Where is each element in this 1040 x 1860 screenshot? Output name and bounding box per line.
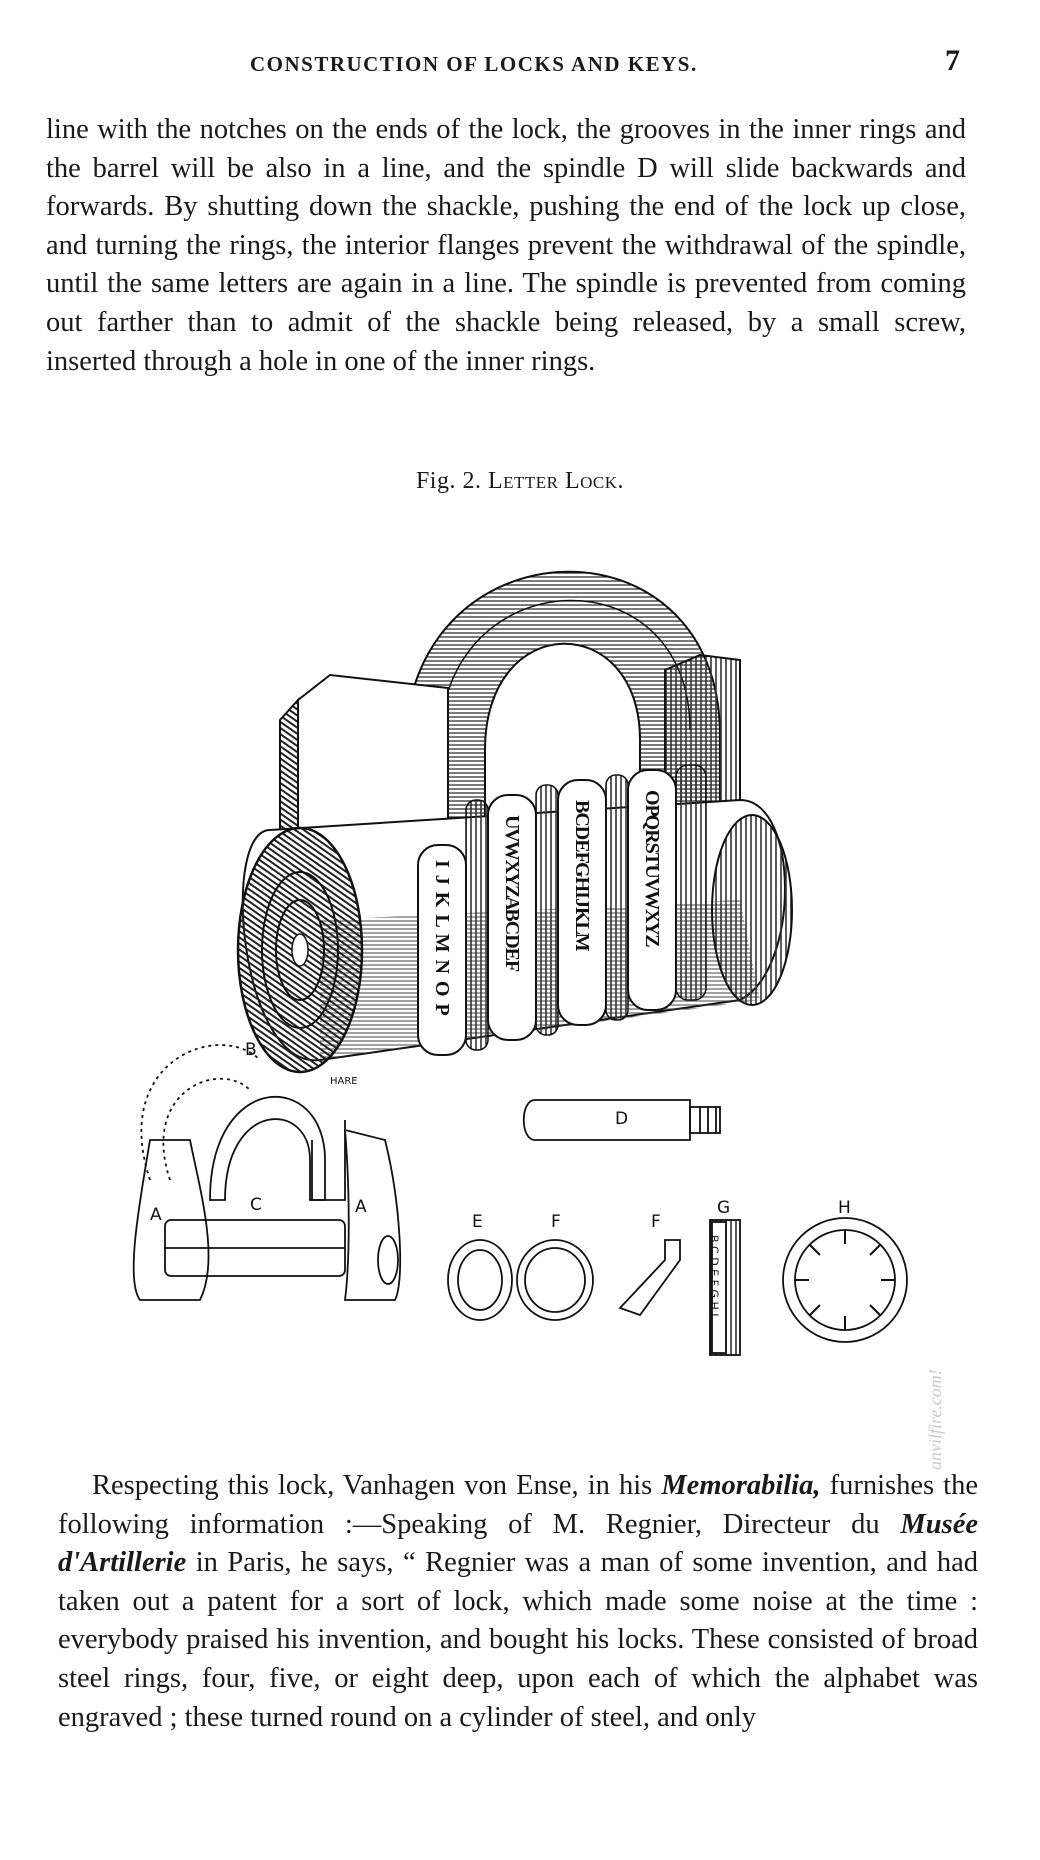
label-f2: F (651, 1212, 661, 1232)
paragraph-respecting: Respecting this lock, Vanhagen von Ense,… (58, 1470, 978, 1733)
label-d: D (615, 1109, 628, 1129)
label-a-left: A (150, 1205, 162, 1225)
label-a-right: A (355, 1197, 367, 1217)
figure-title: Letter Lock. (487, 468, 625, 494)
paragraph-continuation: line with the notches on the ends of the… (46, 114, 966, 377)
running-head: CONSTRUCTION OF LOCKS AND KEYS. (250, 52, 698, 76)
padlock-drawing: I J K L M N O P U V W X Y Z A B C D E F … (236, 570, 793, 1087)
figure-caption: Fig. 2. Letter Lock. (0, 468, 1040, 495)
title-memorabilia: Memorabilia, (661, 1470, 821, 1501)
label-g: G (717, 1198, 730, 1218)
exploded-diagram (132, 1044, 908, 1356)
diagram-labels: B A A C D E F F G H B C D E F G H I (150, 1040, 851, 1317)
watermark: anvilfire.com! (925, 1369, 945, 1470)
label-f1: F (551, 1212, 561, 1232)
ring-letters-2: U V W X Y Z A B C D E F (501, 815, 523, 972)
label-h: H (838, 1198, 851, 1218)
label-b: B (245, 1040, 257, 1060)
page-number: 7 (945, 44, 960, 77)
figure-number: Fig. 2. (415, 468, 482, 494)
engraver-signature: HARE (330, 1076, 358, 1087)
label-e: E (472, 1212, 483, 1232)
ring-letters-4: O P Q R S T U V W X Y Z (641, 790, 663, 947)
page-header: CONSTRUCTION OF LOCKS AND KEYS. 7 (0, 44, 1040, 84)
ring-letters-3: B C D E F G H I J K L M (571, 800, 593, 952)
letter-rings: I J K L M N O P U V W X Y Z A B C D E F … (417, 764, 707, 1056)
title-musee: Musée d'Artillerie (58, 1508, 978, 1579)
label-c: C (250, 1195, 262, 1215)
ring-letters-1: I J K L M N O P (431, 860, 453, 1017)
letter-lock-illustration: I J K L M N O P U V W X Y Z A B C D E F … (132, 570, 908, 1356)
g-strip-letters: B C D E F G H I (708, 1235, 721, 1317)
